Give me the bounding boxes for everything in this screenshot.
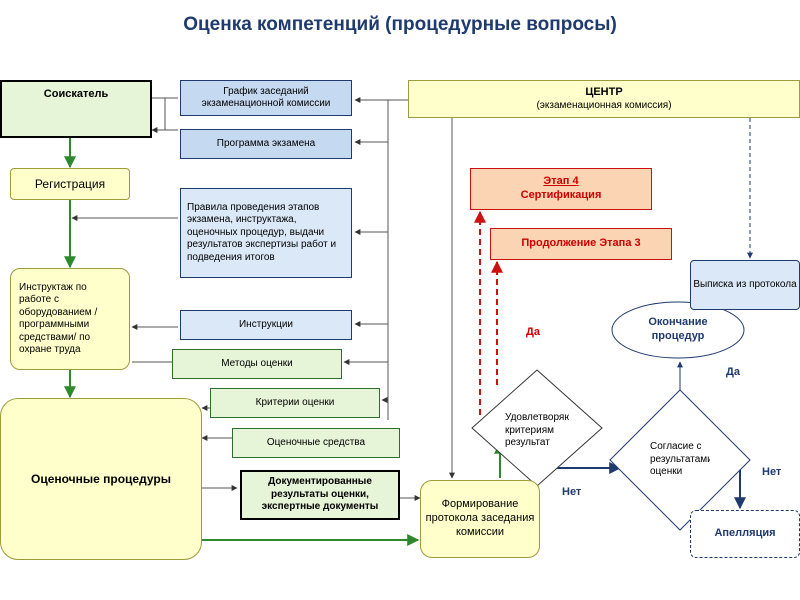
no-label-left: Нет xyxy=(562,486,582,498)
stage4-line2: Сертификация xyxy=(520,189,602,201)
criteria-box: Критерии оценки xyxy=(210,388,380,418)
end-procedures-label: Окончание процедур xyxy=(648,316,708,342)
center-box: ЦЕНТР (экзаменационная комиссия) xyxy=(408,80,800,118)
no-label-right: Нет xyxy=(762,466,782,478)
center-title: ЦЕНТР xyxy=(585,85,623,98)
agreement-label: Согласие с результатами оценки xyxy=(650,441,710,478)
procedures-box: Оценочные процедуры xyxy=(0,398,202,560)
page-title: Оценка компетенций (процедурные вопросы) xyxy=(183,14,617,35)
satisfies-label: Удовлетворяющий критериям результат xyxy=(505,412,569,449)
program-box: Программа экзамена xyxy=(180,129,352,159)
instructions-box: Инструкции xyxy=(180,310,352,340)
tools-box: Оценочные средства xyxy=(232,428,400,458)
stage4-line1: Этап 4 xyxy=(543,175,579,188)
yes-label-right: Да xyxy=(726,366,740,378)
decision-agreement xyxy=(609,389,751,531)
stage3-continuation-box: Продолжение Этапа 3 xyxy=(490,228,672,260)
applicant-box: Соискатель xyxy=(0,80,152,138)
center-subtitle: (экзаменационная комиссия) xyxy=(536,99,672,111)
documented-box: Документированные результаты оценки, экс… xyxy=(240,470,400,520)
schedule-box: График заседаний экзаменационной комисси… xyxy=(180,80,352,116)
briefing-box: Инструктаж по работе с оборудованием / п… xyxy=(10,268,130,370)
registration-box: Регистрация xyxy=(10,168,130,200)
methods-box: Методы оценки xyxy=(172,349,342,379)
appeal-box: Апелляция xyxy=(690,510,800,558)
stage4-box: Этап 4 Сертификация xyxy=(470,168,652,210)
protocol-box: Формирование протокола заседания комисси… xyxy=(420,480,540,558)
end-procedures-ellipse xyxy=(611,301,745,359)
rules-box: Правила проведения этапов экзамена, инст… xyxy=(180,188,352,278)
yes-label-left: Да xyxy=(526,326,540,338)
extract-box: Выписка из протокола xyxy=(690,260,800,310)
